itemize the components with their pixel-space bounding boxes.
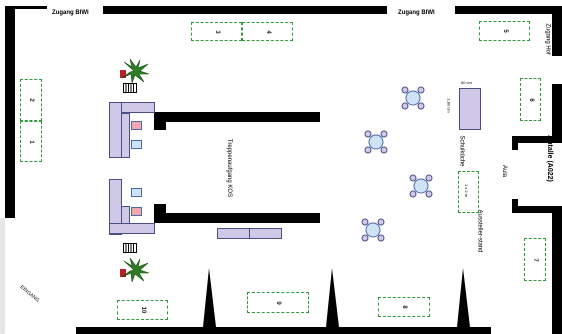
- stand-7[interactable]: 7: [524, 238, 546, 281]
- wall-right-inner-d: [512, 199, 518, 213]
- round-table-1: [401, 86, 425, 110]
- pillar-3: [457, 268, 470, 327]
- wall-right-mid: [552, 84, 562, 140]
- stand-1[interactable]: 1: [20, 121, 42, 162]
- wall-block-lower-stub: [154, 204, 166, 223]
- stand-6[interactable]: 6: [520, 78, 541, 121]
- stand-8[interactable]: 8: [378, 297, 430, 317]
- wall-right-lower: [552, 210, 562, 334]
- wall-left: [5, 6, 15, 218]
- wall-right-inner-b: [512, 136, 518, 150]
- wall-bottom: [76, 327, 491, 334]
- entrance-top-left-label: Zugang BIWI: [52, 10, 89, 16]
- wall-right-inner-a: [512, 136, 562, 143]
- cushion-lower-2: [131, 207, 142, 216]
- wall-top-middle: [103, 6, 387, 14]
- stand-10[interactable]: 10: [117, 300, 168, 320]
- stand-9[interactable]: 9: [247, 292, 309, 313]
- wall-right-inner-c: [512, 206, 562, 213]
- sofa-lower-bottom: [109, 223, 155, 234]
- cushion-upper-2: [131, 140, 142, 149]
- round-table-2: [364, 130, 388, 154]
- bench-2: [249, 228, 282, 239]
- wall-top-left-2: [5, 6, 47, 9]
- exhibitor-stand-area: [458, 171, 479, 213]
- cushion-lower-1: [131, 188, 142, 197]
- plant-lower-icon: [120, 257, 150, 283]
- stand-4[interactable]: 4: [242, 22, 293, 41]
- table-width-label: 60 cm: [461, 80, 472, 85]
- round-table-3: [409, 174, 433, 198]
- sofa-upper-inner: [121, 113, 130, 158]
- kitchen-table: [459, 88, 481, 130]
- wall-top-right: [455, 6, 562, 14]
- pillar-1: [203, 268, 216, 327]
- round-table-4: [361, 218, 385, 242]
- radiator-lower-icon: [123, 243, 137, 253]
- plant-upper-icon: [120, 58, 150, 84]
- pillar-2: [326, 268, 339, 327]
- wall-block-upper: [154, 112, 320, 122]
- entrance-top-right-label: Zugang BIWI: [398, 10, 435, 16]
- wall-right-upper: [552, 6, 562, 56]
- stand-2[interactable]: 2: [20, 79, 42, 121]
- wall-block-lower: [154, 213, 320, 223]
- stand-3[interactable]: 3: [191, 22, 242, 41]
- wall-block-upper-stub: [154, 112, 166, 130]
- cushion-upper-1: [131, 121, 142, 130]
- left-wall-gap: [0, 218, 5, 334]
- stand-5[interactable]: 5: [479, 21, 530, 41]
- radiator-upper-icon: [123, 83, 137, 93]
